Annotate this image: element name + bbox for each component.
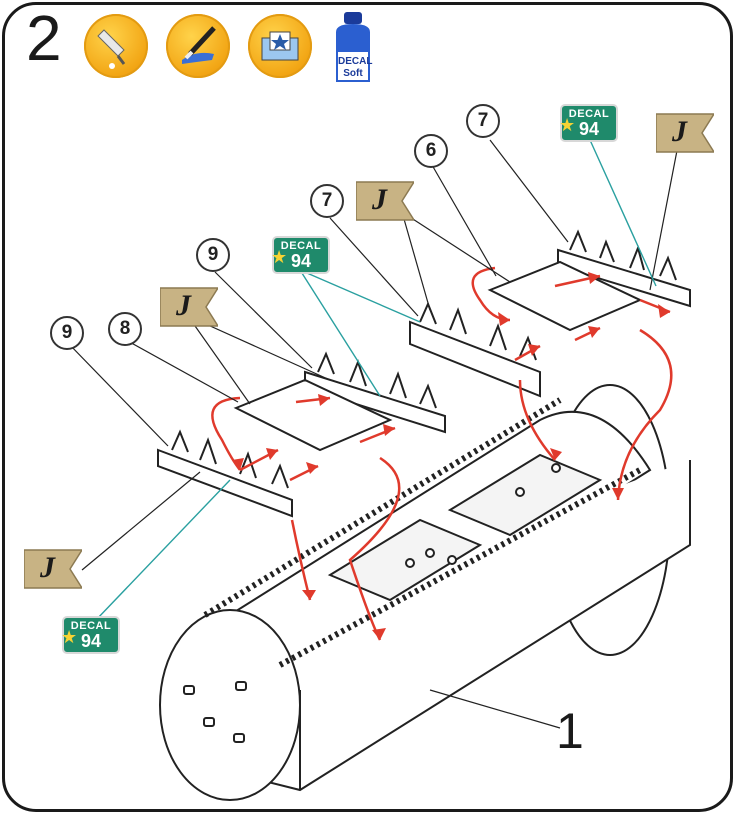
paint-flag-symbol: J — [672, 115, 687, 148]
paint-flag-symbol: J — [372, 183, 387, 216]
callout-part-8: 8 — [108, 312, 142, 346]
glue-bottle-icon — [84, 14, 148, 78]
decal-softener-bottle-icon: DECAL Soft — [330, 12, 376, 84]
paint-flag-j-2: J — [355, 180, 416, 222]
decal-label: DECAL — [280, 240, 322, 252]
decal-number: 94 — [80, 631, 102, 651]
callout-part-9-rear: 9 — [196, 238, 230, 272]
rail-parts — [157, 229, 691, 518]
decal-94-badge-front: ★ DECAL 94 — [61, 616, 120, 654]
arrow-heads — [232, 272, 670, 640]
decal-94-badge-rear: ★ DECAL 94 — [559, 104, 618, 142]
decal-number: 94 — [578, 119, 600, 139]
paint-flag-j-1: J — [159, 286, 220, 328]
callout-part-9-front: 9 — [50, 316, 84, 350]
decal-94-badge-mid: ★ DECAL 94 — [271, 236, 330, 274]
star-icon: ★ — [61, 627, 78, 647]
decal-label: DECAL — [568, 108, 610, 120]
paint-flag-symbol: J — [176, 289, 191, 322]
part-number-1: 1 — [556, 703, 584, 759]
callout-part-6: 6 — [414, 134, 448, 168]
callout-part-7-mid: 7 — [310, 184, 344, 218]
hull-part-1 — [159, 384, 691, 801]
decal-label: DECAL — [70, 620, 112, 632]
decal-soft-label-line2: Soft — [343, 68, 363, 79]
star-icon: ★ — [559, 115, 576, 135]
callout-part-7-rear: 7 — [466, 104, 500, 138]
paint-flag-j-4: J — [23, 548, 84, 590]
paint-flag-symbol: J — [40, 551, 55, 584]
decal-water-tray-icon — [248, 14, 312, 78]
star-icon: ★ — [271, 247, 288, 267]
decal-number: 94 — [290, 251, 312, 271]
decal-leader-lines — [95, 139, 657, 621]
paint-flag-j-3: J — [655, 112, 716, 154]
paint-brush-icon — [166, 14, 230, 78]
decal-soft-label-line1: DECAL — [338, 56, 373, 67]
step-number: 2 — [26, 2, 62, 74]
